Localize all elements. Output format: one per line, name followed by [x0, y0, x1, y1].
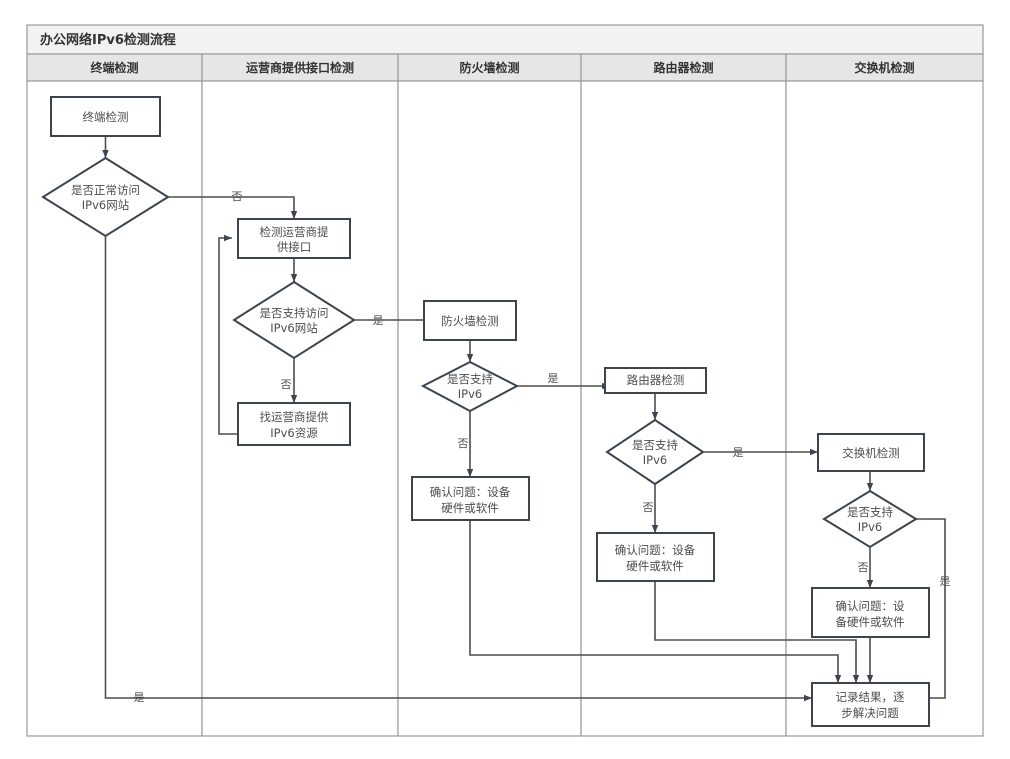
- node-terminal-start-label: 终端检测: [83, 110, 129, 124]
- node-firewall-decision-diamond: [420, 360, 520, 413]
- node-isp-request-line1: 找运营商提供: [260, 410, 329, 424]
- node-isp-decision-line2: IPv6网站: [270, 321, 318, 335]
- node-switch-check[interactable]: 交换机检测: [817, 433, 925, 472]
- pool-title-band: [26, 24, 984, 55]
- node-isp-request[interactable]: 找运营商提供 IPv6资源: [237, 402, 351, 446]
- edge-label-firewall-no: 否: [458, 437, 469, 450]
- node-router-issue-line2: 硬件或软件: [626, 559, 684, 573]
- edge-isp-request-loop-to-check: [218, 234, 240, 435]
- node-firewall-check-label: 防火墙检测: [441, 314, 499, 328]
- edge-label-isp-yes: 是: [373, 314, 384, 327]
- node-final-record-line1: 记录结果，逐: [836, 690, 905, 704]
- node-switch-decision[interactable]: 是否支持 IPv6: [822, 489, 918, 549]
- node-isp-check[interactable]: 检测运营商提 供接口: [237, 218, 351, 259]
- edge-label-switch-yes: 是: [940, 575, 951, 588]
- edge-router-issue-to-final: [654, 581, 860, 683]
- node-isp-decision[interactable]: 是否支持访问 IPv6网站: [232, 280, 356, 360]
- node-firewall-check[interactable]: 防火墙检测: [423, 300, 517, 341]
- lane-body-firewall: [397, 80, 582, 737]
- lane-label-switch: 交换机检测: [854, 60, 914, 75]
- edge-label-router-no: 否: [643, 501, 654, 514]
- node-firewall-decision-line1: 是否支持: [447, 372, 493, 386]
- node-switch-issue-box: [811, 587, 930, 638]
- node-router-decision[interactable]: 是否支持 IPv6: [605, 418, 705, 486]
- node-switch-decision-diamond: [822, 489, 918, 549]
- lane-body-router: [580, 80, 787, 737]
- edge-firewall-issue-to-final: [469, 520, 842, 683]
- edge-label-terminal-no: 否: [232, 190, 243, 203]
- node-router-check-box: [604, 367, 707, 394]
- edge-labels: 否 是 是 否 是 否 是 否 是 否: [134, 190, 951, 704]
- node-terminal-decision-line1: 是否正常访问: [71, 183, 140, 197]
- node-final-record[interactable]: 记录结果，逐 步解决问题: [811, 682, 930, 727]
- node-firewall-issue[interactable]: 确认问题：设备 硬件或软件: [411, 476, 530, 521]
- lane-label-isp: 运营商提供接口检测: [246, 60, 354, 75]
- node-router-issue-box: [596, 532, 715, 582]
- edge-label-router-yes: 是: [733, 446, 744, 459]
- node-switch-check-label: 交换机检测: [842, 446, 900, 460]
- node-isp-check-line2: 供接口: [277, 240, 312, 254]
- node-isp-request-box: [237, 402, 351, 446]
- node-switch-issue-line2: 备硬件或软件: [836, 615, 905, 629]
- lane-label-firewall: 防火墙检测: [459, 60, 519, 75]
- edge-label-terminal-yes: 是: [134, 691, 145, 704]
- node-firewall-decision[interactable]: 是否支持 IPv6: [420, 360, 520, 413]
- node-switch-decision-line1: 是否支持: [847, 505, 893, 519]
- node-firewall-check-box: [423, 300, 517, 341]
- edge-terminal-yes-to-final: [104, 236, 812, 702]
- node-terminal-decision-diamond: [41, 156, 170, 238]
- node-isp-request-line2: IPv6资源: [270, 426, 318, 440]
- node-router-decision-line2: IPv6: [643, 453, 667, 467]
- node-terminal-decision[interactable]: 是否正常访问 IPv6网站: [41, 156, 170, 238]
- pool-frame: 办公网络IPv6检测流程 终端检测 运营商提供接口检测 防火墙检测 路由器检测 …: [26, 24, 984, 737]
- lane-label-router: 路由器检测: [653, 60, 713, 75]
- node-terminal-decision-line2: IPv6网站: [82, 198, 130, 212]
- node-isp-check-line1: 检测运营商提: [260, 225, 329, 239]
- node-terminal-start[interactable]: 终端检测: [50, 96, 161, 137]
- node-router-issue-line1: 确认问题：设备: [615, 543, 696, 557]
- edge-label-switch-no: 否: [858, 561, 869, 574]
- node-router-issue[interactable]: 确认问题：设备 硬件或软件: [596, 532, 715, 582]
- node-router-check-label: 路由器检测: [627, 373, 685, 387]
- node-switch-issue[interactable]: 确认问题：设 备硬件或软件: [811, 587, 930, 638]
- node-isp-decision-line1: 是否支持访问: [260, 306, 329, 320]
- lane-label-terminal: 终端检测: [90, 60, 138, 75]
- node-firewall-issue-line2: 硬件或软件: [441, 501, 499, 515]
- node-isp-check-box: [237, 218, 351, 259]
- node-final-record-line2: 步解决问题: [841, 706, 899, 720]
- node-switch-check-box: [817, 433, 925, 472]
- edge-label-isp-no: 否: [281, 378, 292, 391]
- node-terminal-start-box: [50, 96, 161, 137]
- node-firewall-issue-box: [411, 476, 530, 521]
- node-firewall-decision-line2: IPv6: [458, 387, 482, 401]
- node-router-check[interactable]: 路由器检测: [604, 367, 707, 394]
- node-router-decision-line1: 是否支持: [632, 438, 678, 452]
- node-router-decision-diamond: [605, 418, 705, 486]
- lane-header-switch-bg: [785, 53, 984, 82]
- node-final-record-box: [811, 682, 930, 727]
- node-switch-issue-line1: 确认问题：设: [836, 599, 905, 613]
- node-isp-decision-diamond: [232, 280, 356, 360]
- edge-label-firewall-yes: 是: [548, 372, 559, 385]
- diagram-title: 办公网络IPv6检测流程: [40, 32, 176, 48]
- node-firewall-issue-line1: 确认问题：设备: [430, 485, 511, 499]
- edge-terminal-no-to-isp-check: [168, 196, 298, 219]
- node-switch-decision-line2: IPv6: [858, 520, 882, 534]
